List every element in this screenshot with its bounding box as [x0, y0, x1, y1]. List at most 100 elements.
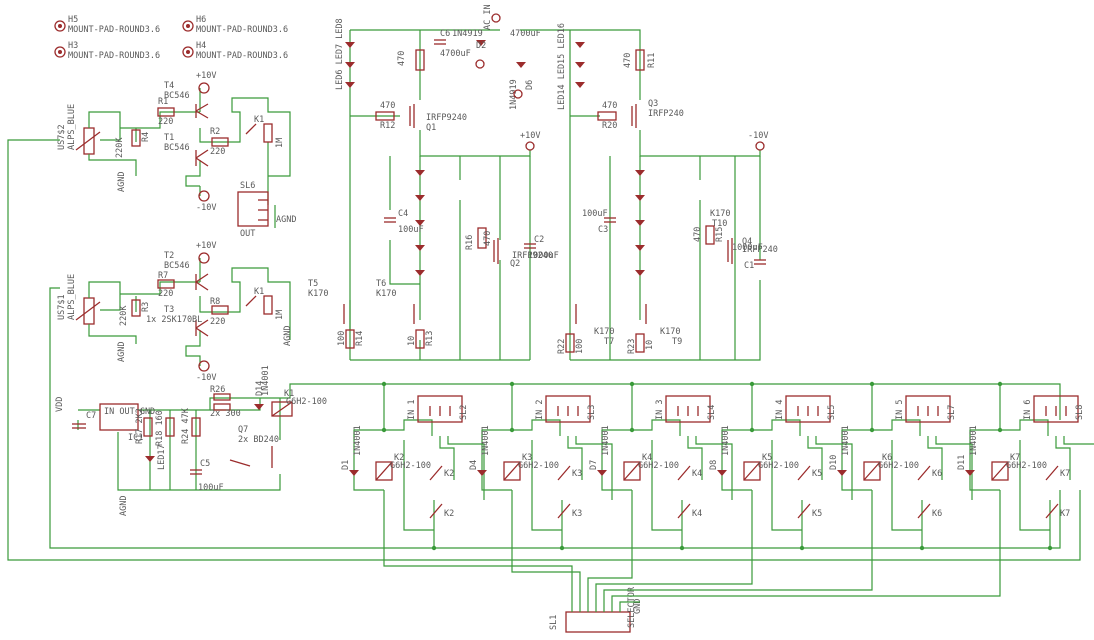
t2-val: BC546 — [164, 261, 190, 271]
sel-contact-ref-b-1: K3 — [572, 509, 582, 519]
h3-val: MOUNT-PAD-ROUND3.6 — [68, 51, 160, 61]
sel-diode-type-3: 1N4001 — [721, 425, 731, 456]
c3-ref: C3 — [598, 225, 608, 235]
connector-sl1: SL1 SELECTOR GND — [383, 490, 1001, 633]
transistor-t4 — [198, 82, 210, 94]
power-section: VDD C7 IN OUT GND IC1 R17 2K2 R18 160 R2… — [55, 365, 1061, 516]
diode-d14 — [254, 404, 264, 410]
t10-val: K170 — [710, 209, 730, 219]
ac-in-terminal — [491, 13, 501, 23]
sel-contact-b-5 — [1045, 503, 1059, 519]
resistor-r15 — [705, 225, 715, 245]
led17-label: LED17 — [157, 444, 167, 470]
sel-contact-ref-a-0: K2 — [444, 469, 454, 479]
transistor-t2-supply — [198, 252, 210, 264]
q2-val: IRFP9240 — [512, 251, 553, 261]
sel-relay-coil-3 — [743, 461, 761, 481]
r16-ref: R16 — [465, 235, 475, 250]
c1-val: 1000uF — [732, 243, 763, 253]
resistor-r26 — [213, 393, 231, 401]
r3-val: 220K — [119, 305, 129, 326]
r3-ref: R3 — [141, 302, 151, 312]
resistor-r11 — [635, 49, 645, 71]
sel-contact-b-4 — [917, 503, 931, 519]
t2-supply: +10V — [196, 241, 216, 251]
sel-input-label-2: IN 3 — [655, 400, 665, 420]
sel-contact-ref-b-0: K2 — [444, 509, 454, 519]
sel-contact-ref-b-2: K4 — [692, 509, 702, 519]
r2-val: 220 — [210, 147, 225, 157]
q4-ref: Q4 — [742, 237, 752, 247]
resistor-r6 — [263, 295, 273, 315]
t6-val: K170 — [376, 289, 396, 299]
led-7 — [345, 62, 355, 68]
t1-val: BC546 — [164, 143, 190, 153]
r5-val: 1M — [275, 310, 285, 320]
sel-conn-label-3: SL5 — [827, 405, 837, 420]
q3-val: IRFP240 — [648, 109, 684, 119]
vdd-label: VDD — [55, 397, 65, 412]
c7-label: C7 — [86, 411, 96, 421]
t4-val: BC546 — [164, 91, 190, 101]
q1-ref: Q1 — [426, 123, 436, 133]
k1-val: 1M — [275, 138, 285, 148]
sl6-val: OUT — [240, 229, 255, 239]
q7-val: 2x BD240 — [238, 435, 279, 445]
c2-ref: C2 — [534, 235, 544, 245]
c5-val: 100uF — [198, 483, 224, 493]
sel-relay-coil-5 — [991, 461, 1009, 481]
sel-contact-a-1 — [557, 465, 571, 481]
relay-k1 — [271, 401, 293, 417]
t2-ref: T2 — [164, 251, 174, 261]
r15-val: 470 — [693, 227, 703, 242]
r1-ref: R1 — [158, 97, 168, 107]
sel-relay-type-5: G6H2-100 — [1006, 461, 1047, 471]
sel-diode-ref-3: D8 — [709, 460, 719, 470]
r13-ref: R13 — [425, 331, 435, 346]
t3-val: 1x 2SK170BL — [146, 315, 202, 325]
q2-ref: Q2 — [510, 259, 520, 269]
resistor-r4 — [131, 129, 141, 147]
sel-relay-ref-3: K5 — [762, 453, 772, 463]
mount-pad-h3 — [54, 46, 66, 58]
r20-val: 470 — [602, 101, 617, 111]
volume-section: US7$2 ALPS_BLUE US7$1 ALPS_BLUE R1 220 2… — [7, 71, 1081, 561]
sel-diode-5 — [965, 470, 975, 476]
resistor-r16 — [477, 227, 487, 249]
r24-label: R24 47K — [181, 407, 191, 444]
sel-diode-ref-5: D11 — [957, 455, 967, 470]
h5-val: MOUNT-PAD-ROUND3.6 — [68, 25, 160, 35]
sel-diode-2 — [597, 470, 607, 476]
sel-relay-type-3: G6H2-100 — [758, 461, 799, 471]
ctop-val: 4700uF — [510, 29, 541, 39]
sel-contact-ref-b-3: K5 — [812, 509, 822, 519]
sel-conn-label-5: SL8 — [1075, 405, 1085, 420]
connector-sl5 — [785, 395, 831, 423]
mount-pads: H5 MOUNT-PAD-ROUND3.6 H3 MOUNT-PAD-ROUND… — [54, 15, 288, 61]
h3-ref: H3 — [68, 41, 78, 51]
sel-conn-label-2: SL4 — [707, 405, 717, 420]
pot-bottom-ref: US7$1 — [57, 294, 67, 320]
sel-conn-label-1: SL3 — [587, 405, 597, 420]
mount-pad-h6 — [182, 20, 194, 32]
q4-val: IRFP240 — [742, 245, 778, 255]
sel-relay-type-0: G6H2-100 — [390, 461, 431, 471]
ic1-pins: IN OUT GND — [104, 407, 155, 417]
agnd-r5: AGND — [283, 326, 293, 346]
r22-ref: R22 — [557, 339, 567, 354]
sel-diode-type-1: 1N4001 — [481, 425, 491, 456]
sel-contact-b-0 — [429, 503, 443, 519]
d2-val: 1N4919 — [452, 29, 483, 39]
sel-relay-type-2: G6H2-100 — [638, 461, 679, 471]
sel-diode-type-4: 1N4001 — [841, 425, 851, 456]
d2-ref: D2 — [476, 41, 486, 51]
ic1-ref: IC1 — [128, 433, 143, 443]
t3-ref: T3 — [164, 305, 174, 315]
sel-contact-a-2 — [677, 465, 691, 481]
r1-val: 220 — [158, 117, 173, 127]
sel-conn-label-0: SL2 — [459, 405, 469, 420]
sel-diode-ref-0: D1 — [341, 460, 351, 470]
r11-val: 470 — [623, 53, 633, 68]
